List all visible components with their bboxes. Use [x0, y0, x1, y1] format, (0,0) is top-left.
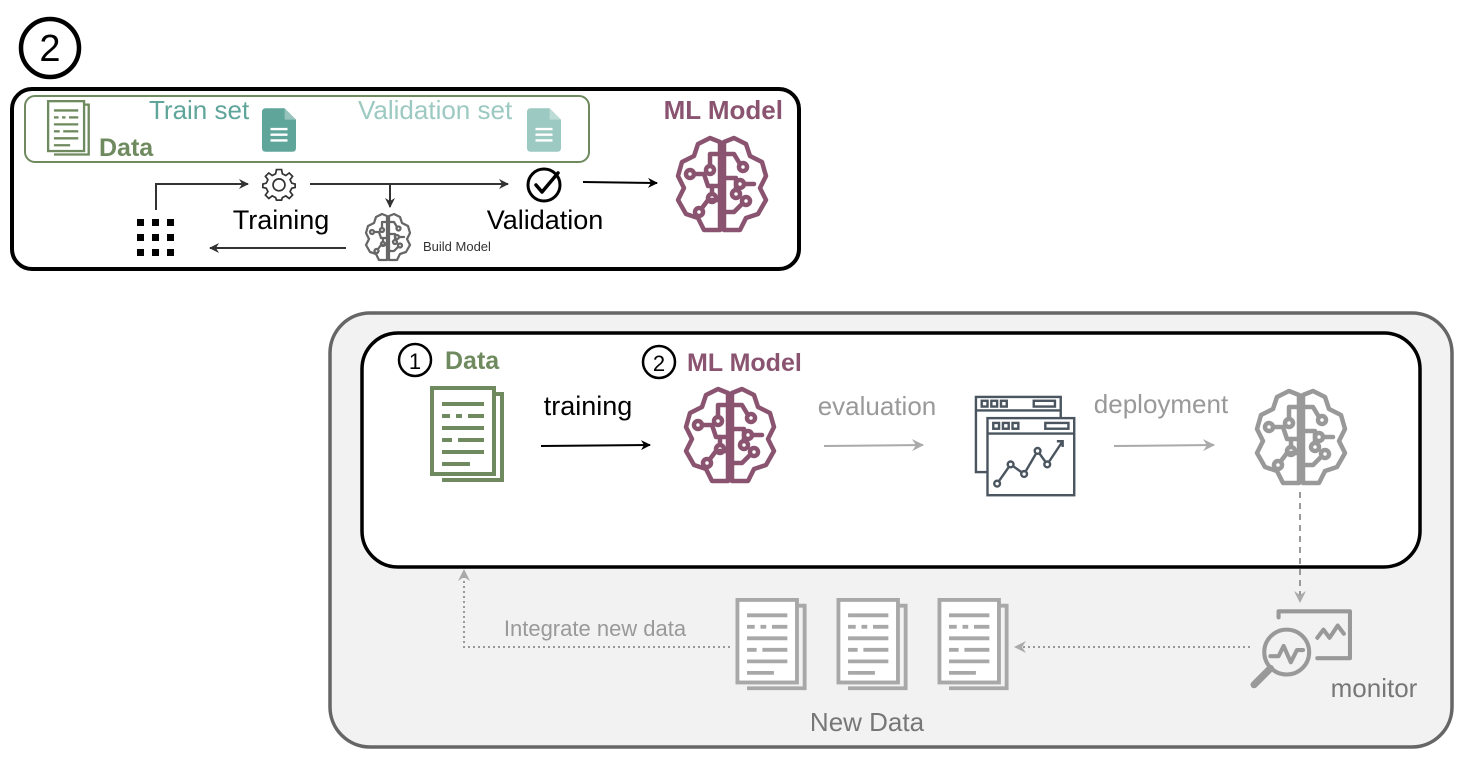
top-panel: Data Train set Validation set ML Model T… [10, 87, 801, 271]
bottom-data-label: Data [445, 347, 500, 375]
top-data-label: Data [99, 134, 154, 162]
new-data-doc-icon [735, 598, 807, 691]
bottom-data-doc-icon [430, 386, 504, 482]
train-file-icon [262, 108, 296, 152]
step2-badge: 2 [641, 344, 677, 380]
new-data-doc-icon [836, 598, 908, 691]
svg-text:2: 2 [39, 28, 60, 70]
step1-badge: 1 [397, 342, 433, 378]
grid-to-training-arrow [155, 179, 249, 210]
bottom-ml-model-label: ML Model [687, 349, 802, 377]
check-circle-icon [526, 167, 562, 203]
svg-text:2: 2 [653, 351, 665, 376]
new-data-doc-icon [937, 598, 1009, 691]
validation-file-icon [527, 108, 561, 152]
deployment-label: deployment [1094, 389, 1229, 419]
data-split-box [24, 95, 590, 163]
evaluation-arrow [823, 439, 924, 452]
integrate-new-data-label: Integrate new data [504, 616, 687, 641]
bottom-panel: 1 Data 2 ML Model training evaluation de… [328, 311, 1454, 749]
monitor-label: monitor [1331, 673, 1418, 703]
deployment-arrow [1113, 439, 1215, 452]
svg-text:1: 1 [409, 349, 421, 374]
step-badge: 2 [18, 16, 82, 80]
integrate-new-data-arrow [458, 569, 730, 648]
validation-set-label: Validation set [358, 95, 513, 125]
validation-to-model-arrow [582, 177, 658, 188]
train-set-label: Train set [149, 95, 250, 125]
build-model-label: Build Model [423, 239, 491, 254]
new-data-label: New Data [810, 707, 925, 737]
top-ml-model-label: ML Model [664, 95, 783, 125]
evaluation-label: evaluation [818, 391, 937, 421]
dataset-grid-icon [137, 219, 174, 256]
top-training-label: Training [233, 205, 330, 235]
pipeline-box [360, 331, 1422, 569]
bottom-training-label: training [544, 391, 633, 421]
training-arrow [540, 440, 651, 451]
data-doc-icon [46, 100, 90, 156]
top-validation-label: Validation [487, 205, 604, 235]
